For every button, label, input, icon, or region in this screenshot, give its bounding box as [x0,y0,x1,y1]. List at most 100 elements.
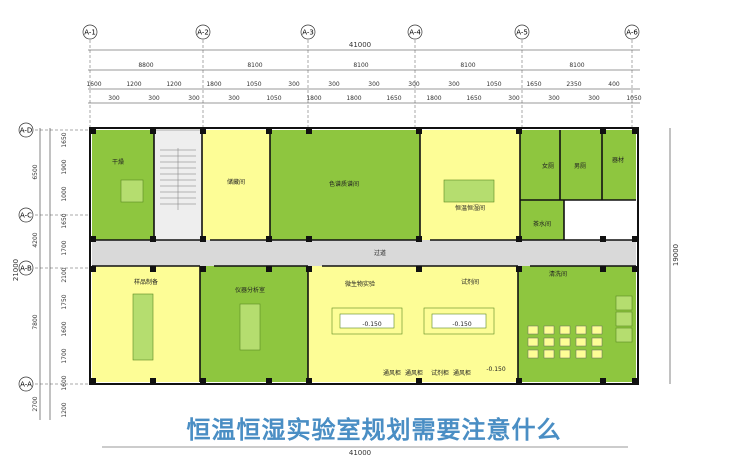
sub-dim: 1800 [346,95,361,102]
left-dim: 7800 [32,314,39,329]
sub-dim: 1600 [86,81,101,88]
column [200,378,206,384]
station [527,325,539,335]
column [416,128,422,134]
caption-title: 恒温恒湿实验室规划需要注意什么 [186,416,562,444]
sub-dim: 300 [288,81,300,88]
station [527,337,539,347]
column [632,128,638,134]
column [150,266,156,272]
column [266,128,272,134]
column [632,378,638,384]
column [200,266,206,272]
column [90,128,96,134]
axis-bubble [624,24,640,40]
sub-dim: 300 [108,95,120,102]
column [632,266,638,272]
overall-width-bottom: 41000 [349,449,371,457]
left-dim: 2700 [32,396,39,411]
sub-dim: 2350 [566,81,581,88]
left-dimension-labels: 6500420078002700165019001000165017002100… [32,132,68,417]
structural-columns [90,128,638,384]
sub-dim: 1200 [126,81,141,88]
column [150,378,156,384]
room-label-instr: 仪器分析室 [235,286,265,294]
walls [92,130,636,382]
axis-label: A-1 [84,29,96,37]
row-axis-bubble [18,207,34,223]
stair-lines [160,148,196,210]
sub-dim: 300 [228,95,240,102]
room-chromatography [270,130,420,240]
row-axis-label: A-B [20,265,32,273]
axis-label: A-6 [626,29,638,37]
sub-dim: 300 [548,95,560,102]
room-label-const: 恒温恒湿间 [455,204,485,212]
room-label-micro: 微生物实验 [345,280,375,288]
column [516,236,522,242]
axis-label: A-2 [197,29,209,37]
marker-1: -0.150 [362,321,382,328]
station [575,325,587,335]
room-store2 [602,130,636,200]
row-axis-bubbles: A-DA-CA-BA-A [18,122,90,392]
axis-bubble [300,24,316,40]
sub-dim: 300 [448,81,460,88]
column [516,128,522,134]
axis-label: A-5 [516,29,528,37]
small-label-4: 通风柜 [405,369,423,377]
small-label-2: 通风柜 [453,369,471,377]
sub-dim: 300 [328,81,340,88]
left-sub-dim: 1000 [61,186,68,201]
column [266,236,272,242]
left-sub-dim: 1600 [61,321,68,336]
axis-bubble [514,24,530,40]
column [150,128,156,134]
column [632,236,638,242]
station [575,349,587,359]
room-store [202,130,270,240]
station [543,337,555,347]
column [416,236,422,242]
station [559,337,571,347]
station [559,349,571,359]
room-label-wash: 清洗间 [549,270,567,278]
room-label-toilet-m: 男厕 [574,163,586,170]
sub-dim: 400 [608,81,620,88]
axis-label: A-3 [302,29,314,37]
station [543,349,555,359]
room-label-corridor: 过道 [374,249,386,257]
column [306,128,312,134]
column [600,266,606,272]
sub-dim: 1200 [166,81,181,88]
bay-dim: 8100 [247,62,262,69]
axis-bubble [195,24,211,40]
left-sub-dim: 2100 [61,267,68,282]
sub-dim: 1800 [206,81,221,88]
row-axis-bubble [18,376,34,392]
station [591,325,603,335]
row-axis-bubble [18,122,34,138]
room-label-pantry: 茶水间 [533,220,551,228]
sub-dim: 1650 [386,95,401,102]
room-label-dry: 干燥 [112,158,124,166]
row-axis-label: A-A [20,381,32,389]
room-label-reagent: 试剂间 [461,278,479,286]
room-toilet-f [520,130,560,200]
room-label-chrom: 色谱质谱间 [329,180,359,188]
column [306,266,312,272]
bay-dim: 8100 [460,62,475,69]
station [591,349,603,359]
station [591,337,603,347]
left-sub-dim: 1750 [61,294,68,309]
benches [120,179,633,361]
room-label-toilet-f: 女厕 [542,162,554,170]
sub-dim: 300 [368,81,380,88]
room-pantry-gap [564,200,636,240]
column [516,378,522,384]
bay-dim: 8800 [138,62,153,69]
left-dim: 4200 [32,232,39,247]
axis-bubble [82,24,98,40]
overall-depth: 19000 [672,244,680,266]
